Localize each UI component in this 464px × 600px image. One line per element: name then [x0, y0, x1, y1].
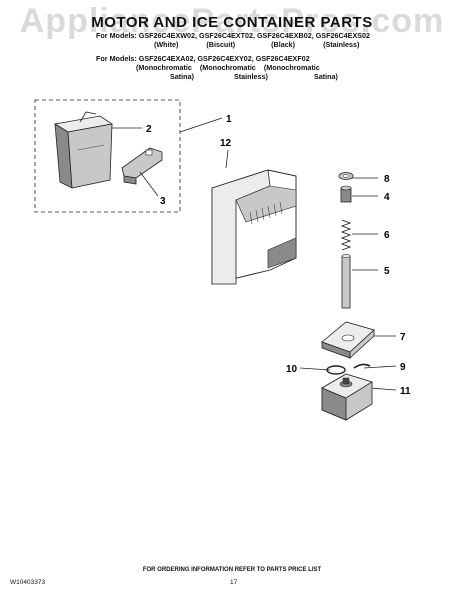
color-label: (Monochromatic: [263, 63, 320, 72]
callout-8: 8: [384, 174, 390, 185]
part-ice-bucket: [53, 111, 114, 189]
part-spring: [340, 219, 352, 251]
part-clip: [353, 363, 371, 369]
page-number: 17: [230, 579, 238, 586]
callout-9: 9: [400, 362, 406, 373]
color-label: Satina): [313, 72, 338, 81]
models-row-2-colors-2: Satina) Stainless) Satina): [96, 72, 338, 81]
color-label: (Monochromatic: [199, 63, 256, 72]
color-label: (Black): [271, 40, 296, 49]
callout-1: 1: [226, 114, 232, 125]
part-gasket: [326, 365, 346, 375]
color-label: Satina): [170, 72, 194, 81]
callout-3: 3: [160, 196, 166, 207]
document-number: W10403373: [10, 579, 46, 586]
part-bracket: [121, 147, 163, 185]
callout-10: 10: [286, 364, 298, 375]
part-nut: [338, 172, 354, 180]
part-motor: [321, 373, 373, 421]
leader-lines: [112, 117, 397, 391]
part-shaft: [341, 254, 351, 309]
callout-7: 7: [400, 332, 406, 343]
models-row-2: For Models: GSF26C4EXA02, GSF26C4EXY02, …: [96, 54, 310, 63]
callout-2: 2: [146, 124, 152, 135]
models-row-2-colors-1: (Monochromatic (Monochromatic (Monochrom…: [96, 63, 338, 72]
models-group-1: For Models: GSF26C4EXW02, GSF26C4EXT02, …: [96, 31, 370, 49]
models-row-1: For Models: GSF26C4EXW02, GSF26C4EXT02, …: [96, 31, 371, 40]
part-housing-cover: [211, 169, 297, 285]
callout-12: 12: [220, 138, 232, 149]
color-label: Stainless): [233, 72, 268, 81]
color-label: (Stainless): [323, 40, 360, 49]
callout-4: 4: [384, 192, 390, 203]
models-row-1-colors: (White) (Biscuit) (Black) (Stainless): [96, 40, 370, 49]
dashed-assembly-box: [34, 99, 181, 213]
part-coupler: [340, 185, 352, 203]
ordering-note: FOR ORDERING INFORMATION REFER TO PARTS …: [142, 567, 322, 573]
callout-5: 5: [384, 266, 390, 277]
callout-6: 6: [384, 230, 390, 241]
color-label: (Monochromatic: [136, 63, 192, 72]
models-group-2: For Models: GSF26C4EXA02, GSF26C4EXY02, …: [96, 54, 338, 81]
part-motor-bracket: [321, 321, 375, 359]
color-label: (White): [154, 40, 179, 49]
page-title: MOTOR AND ICE CONTAINER PARTS: [91, 14, 373, 31]
callout-11: 11: [400, 386, 411, 397]
color-label: (Biscuit): [206, 40, 236, 49]
